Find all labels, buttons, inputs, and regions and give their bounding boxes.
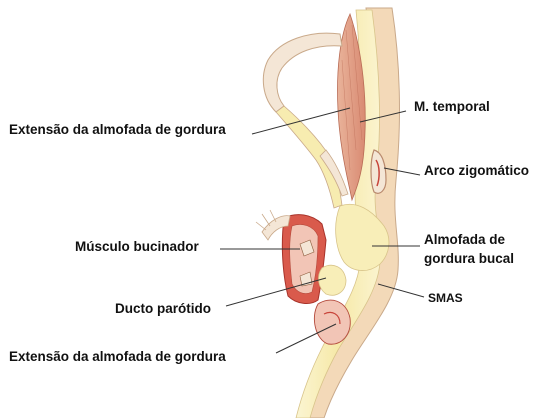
label-musculo-bucinador: Músculo bucinador — [75, 239, 199, 255]
leader-ducto — [226, 278, 326, 306]
label-ducto-parotido: Ducto parótido — [115, 301, 211, 317]
label-m-temporal: M. temporal — [414, 99, 490, 115]
label-almofada-bucal-1: Almofada de — [424, 232, 505, 248]
label-extensao-bottom: Extensão da almofada de gordura — [9, 349, 226, 365]
label-almofada-bucal-2: gordura bucal — [424, 251, 514, 267]
leader-smas — [378, 284, 424, 297]
leader-zigomatico — [384, 168, 420, 175]
leader-ext-bottom — [276, 324, 336, 353]
leader-ext-top — [252, 108, 350, 134]
leader-temporal — [360, 111, 406, 122]
label-arco-zigomatico: Arco zigomático — [424, 163, 529, 179]
label-extensao-top: Extensão da almofada de gordura — [9, 122, 226, 138]
label-smas: SMAS — [428, 290, 463, 306]
